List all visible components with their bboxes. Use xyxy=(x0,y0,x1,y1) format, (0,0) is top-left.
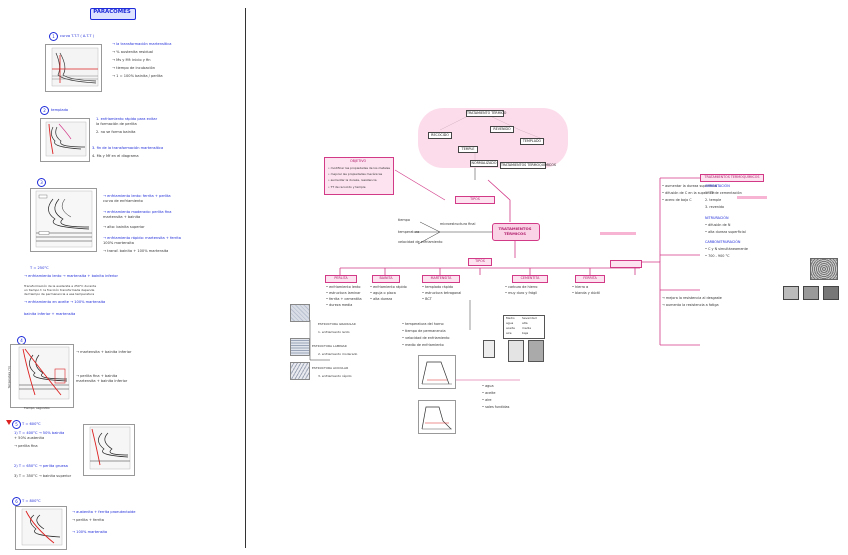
note: → aumenta la resistencia a fatiga xyxy=(662,303,719,307)
device-figure xyxy=(528,340,544,362)
branch-word: temperatura xyxy=(398,230,419,234)
structure-label: ESTRUCTURA LAMINAR xyxy=(312,344,347,348)
note: • enfriamiento lento xyxy=(326,285,360,289)
note: • difusión de N xyxy=(705,223,730,227)
structure-label: ESTRUCTURA GRANULAR xyxy=(318,322,356,326)
note: • tiempo de permanencia xyxy=(402,329,446,333)
micrograph xyxy=(803,286,819,300)
note: • velocidad de enfriamiento xyxy=(402,336,450,340)
node-top-child: RECOCIDO xyxy=(428,132,452,139)
heading: CEMENTACIÓN xyxy=(705,184,730,188)
note: • muy duro y frágil xyxy=(505,291,537,295)
micrograph-granular xyxy=(290,304,310,322)
node-top: TRATAMIENTO TÉRMICO xyxy=(466,110,504,117)
note: • estructura tetragonal xyxy=(422,291,461,295)
node-level2: BAINITA xyxy=(372,275,400,283)
branch-word: tiempo xyxy=(398,218,410,222)
node-level2: TIPOS xyxy=(468,258,492,266)
note: • hierro α xyxy=(572,285,588,289)
highlight-band xyxy=(737,196,767,199)
branch-word: velocidad de enfriamiento xyxy=(398,240,442,244)
central-node-label: TRATAMIENTOS TÉRMICOS xyxy=(492,227,538,236)
table-cell: baja xyxy=(522,331,528,335)
node-level2: PERLITA xyxy=(325,275,357,283)
note: 1. enfriamiento lento xyxy=(318,330,350,334)
note: • blanda y dúctil xyxy=(572,291,600,295)
note: 2. enfriamiento moderado xyxy=(318,352,357,356)
objective-item: • modificar las propiedades de los metal… xyxy=(328,166,390,170)
micrograph-laminar xyxy=(290,338,310,356)
table-cell: aceite xyxy=(506,326,515,330)
heading: NITRURACIÓN xyxy=(705,216,729,220)
micrograph xyxy=(823,286,839,300)
note: 3. enfriamiento rápido xyxy=(318,374,352,378)
node-top-child: NORMALIZADO xyxy=(470,160,498,167)
note: • 700 - 900 °C xyxy=(705,254,730,258)
cooling-curve-2 xyxy=(418,400,456,434)
node-level2: FERRITA xyxy=(575,275,605,283)
note: • agua xyxy=(482,384,494,388)
note: 3. revenido xyxy=(705,205,724,209)
note: • aire xyxy=(482,398,492,402)
note: • C y N simultáneamente xyxy=(705,247,748,251)
node-right: TRATAMIENTOS TERMOQUÍMICOS xyxy=(700,174,764,182)
highlight-band xyxy=(600,232,636,235)
node-top-child: REVENIDO xyxy=(490,126,514,133)
device-figure xyxy=(508,340,524,362)
table-cell: agua xyxy=(506,321,513,325)
note: • aguja o placa xyxy=(370,291,396,295)
table-header: Severidad xyxy=(522,316,537,320)
node-level2: MARTENSITA xyxy=(422,275,460,283)
note: • dureza media xyxy=(326,303,352,307)
note: 2. temple xyxy=(705,198,721,202)
note: • alta dureza superficial xyxy=(705,230,746,234)
note: • BCT xyxy=(422,297,432,301)
note: • medio de enfriamiento xyxy=(402,343,444,347)
objective-title: OBJETIVO xyxy=(350,159,366,163)
micrograph-acicular xyxy=(290,362,310,380)
objective-item: • mejorar las propiedades mecánicas xyxy=(328,172,382,176)
branch-word: microestructura final xyxy=(440,222,475,226)
note: • alta dureza xyxy=(370,297,392,301)
objective-item: • aumentar la dureza, resistencia xyxy=(328,178,376,182)
table-cell: media xyxy=(522,326,531,330)
device-figure xyxy=(483,340,495,358)
cooling-curve-1 xyxy=(418,355,456,389)
objective-item: • TT de recocido y temple xyxy=(328,185,366,189)
table-cell: aire xyxy=(506,331,511,335)
highlight-band xyxy=(610,260,642,268)
note: • templado rápido xyxy=(422,285,453,289)
node-level2: CEMENTITA xyxy=(512,275,548,283)
note: • sales fundidas xyxy=(482,405,509,409)
micrograph xyxy=(783,286,799,300)
note: 1. TT de cementación xyxy=(705,191,742,195)
note: • ferrita + cementita xyxy=(326,297,362,301)
note: • acero de bajo C xyxy=(662,198,692,202)
note: → mejora la resistencia al desgaste xyxy=(662,296,722,300)
micrograph xyxy=(810,258,838,280)
node-top-child: TRATAMIENTOS TERMOQUÍMICOS xyxy=(500,162,546,169)
note: • temperatura del horno xyxy=(402,322,444,326)
note: • estructura laminar xyxy=(326,291,361,295)
note: • aceite xyxy=(482,391,495,395)
note: • carburo de hierro xyxy=(505,285,537,289)
structure-label: ESTRUCTURA ACICULAR xyxy=(312,366,348,370)
node-tipos: TIPOS xyxy=(455,196,495,204)
heading: CARBONITRURACIÓN xyxy=(705,240,740,244)
table-cell: alta xyxy=(522,321,527,325)
node-top-child: TEMPLE xyxy=(458,146,478,153)
note: • enfriamiento rápido xyxy=(370,285,407,289)
node-top-child: TEMPLADO xyxy=(520,138,544,145)
table-header: Medio xyxy=(506,316,515,320)
